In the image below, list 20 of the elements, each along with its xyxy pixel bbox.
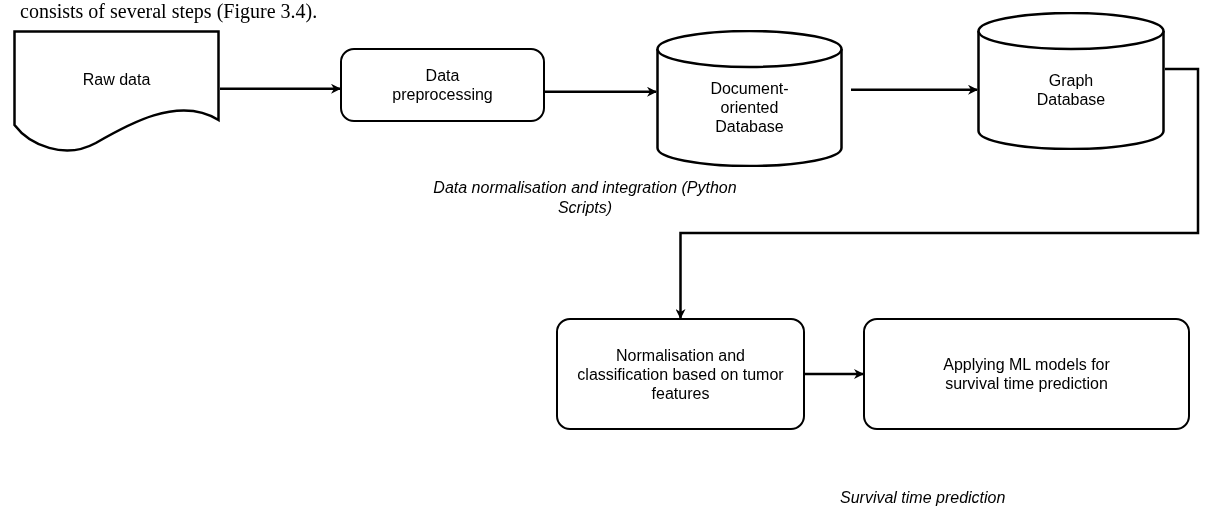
document-shape xyxy=(13,30,220,155)
body-text: consists of several steps (Figure 3.4). xyxy=(20,0,318,22)
process-box xyxy=(863,318,1190,430)
node-label: Applying ML models for survival time prediction xyxy=(942,355,1111,393)
arrow xyxy=(220,83,341,94)
node-label: Graph Database xyxy=(1035,71,1107,109)
node-label: Raw data xyxy=(82,70,151,89)
database-cylinder xyxy=(656,30,843,167)
stage-caption: Data normalisation and integration (Python Scripts) xyxy=(432,178,738,218)
arrow xyxy=(851,84,978,95)
database-cylinder xyxy=(977,12,1165,150)
process-box xyxy=(340,48,545,122)
arrow xyxy=(545,86,657,97)
arrow xyxy=(805,369,864,379)
stage-caption: Survival time prediction xyxy=(840,488,1006,508)
node-label: Document-oriented Database xyxy=(709,79,790,136)
process-box xyxy=(556,318,805,430)
arrow xyxy=(675,67,1200,319)
node-label: Normalisation and classification based on tumor features xyxy=(576,345,785,403)
node-label: Data preprocessing xyxy=(391,66,494,104)
